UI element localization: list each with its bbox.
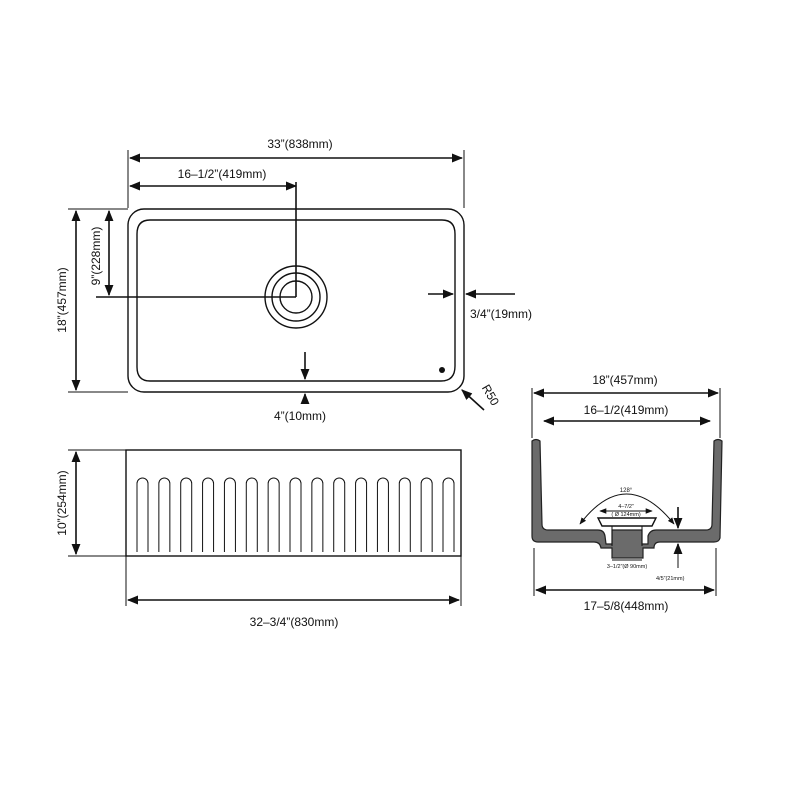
apron-flute <box>223 477 236 552</box>
apron-flute <box>202 477 215 552</box>
sink-section-profile <box>531 438 723 559</box>
apron-height-label: 10”(254mm) <box>55 470 69 535</box>
corner-radius-label: R50 <box>479 382 502 408</box>
side-inner-depth-label: 16–1/2(419mm) <box>584 403 669 417</box>
apron-flutes <box>136 477 455 552</box>
bottom-gap-label: 4”(10mm) <box>274 409 326 423</box>
rim-width-label: 3/4”(19mm) <box>470 307 532 321</box>
overflow-dot <box>439 367 445 373</box>
center-offset-label: 16–1/2”(419mm) <box>178 167 267 181</box>
side-overall-depth-label: 18”(457mm) <box>592 373 657 387</box>
apron-flute <box>376 477 389 552</box>
overall-width-label: 33”(838mm) <box>267 137 332 151</box>
apron-flute <box>180 477 193 552</box>
sink-basin <box>136 219 456 382</box>
apron-flute <box>333 477 346 552</box>
apron-flute <box>136 477 149 552</box>
floor-thickness-label: 4/5”(21mm) <box>656 576 685 582</box>
side-bottom-width-label: 17–5/8(448mm) <box>584 599 669 613</box>
apron-flute <box>420 477 433 552</box>
apron-width-label: 32–3/4”(830mm) <box>250 615 339 629</box>
front-view: 10”(254mm) 32–3/4”(830mm) <box>55 449 462 629</box>
apron-flute <box>355 477 368 552</box>
top-view: 33”(838mm) 16–1/2”(419mm) 18”(457mm) 9”(… <box>55 137 532 423</box>
flange-mm-label: ( Ø 124mm) <box>611 512 641 518</box>
apron-flute <box>267 477 280 552</box>
drain-flange <box>596 517 658 527</box>
drain-offset-label: 9”(228mm) <box>89 227 103 286</box>
drain-angle-arc <box>579 493 675 525</box>
side-section-view: 128° 4–7/2” ( Ø 124mm) 3–1/2”(Ø 90mm) 18… <box>531 373 723 613</box>
drain-diameter-label: 3–1/2”(Ø 90mm) <box>607 564 648 570</box>
flange-diameter-label: 4–7/2” <box>618 504 634 510</box>
drain-angle-label: 128° <box>620 488 633 494</box>
overall-depth-label: 18”(457mm) <box>55 267 69 332</box>
apron-flute <box>442 477 455 552</box>
apron-flute <box>245 477 258 552</box>
apron-flute <box>311 477 324 552</box>
apron-outline <box>125 449 462 557</box>
apron-flute <box>398 477 411 552</box>
apron-flute <box>158 477 171 552</box>
apron-flute <box>289 477 302 552</box>
